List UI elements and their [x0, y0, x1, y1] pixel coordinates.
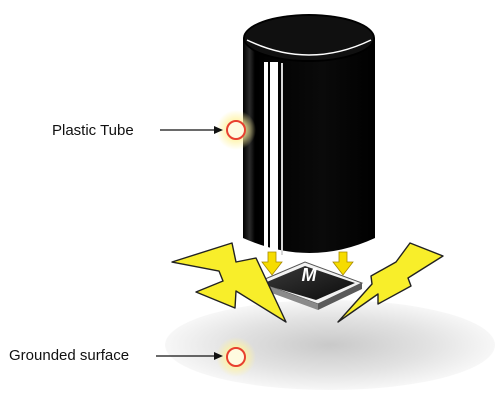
red-circle-icon — [226, 347, 246, 367]
chip-logo: M — [302, 265, 318, 285]
down-arrow-icon — [261, 251, 283, 276]
lightning-bolt-icon — [337, 242, 444, 323]
down-arrow-icon — [332, 251, 354, 276]
ic-chip: M — [256, 261, 364, 310]
grounded-surface-shadow — [165, 300, 495, 390]
red-circle-icon — [226, 120, 246, 140]
ground-pointer-arrow — [156, 352, 223, 360]
lightning-bolt-icon — [171, 242, 287, 323]
ground-marker — [216, 337, 256, 377]
grounded-surface-label: Grounded surface — [9, 347, 130, 364]
plastic-tube-label: Plastic Tube — [52, 122, 134, 139]
tube-marker — [216, 110, 256, 150]
plastic-tube — [243, 14, 375, 255]
tube-pointer-arrow — [160, 126, 223, 134]
